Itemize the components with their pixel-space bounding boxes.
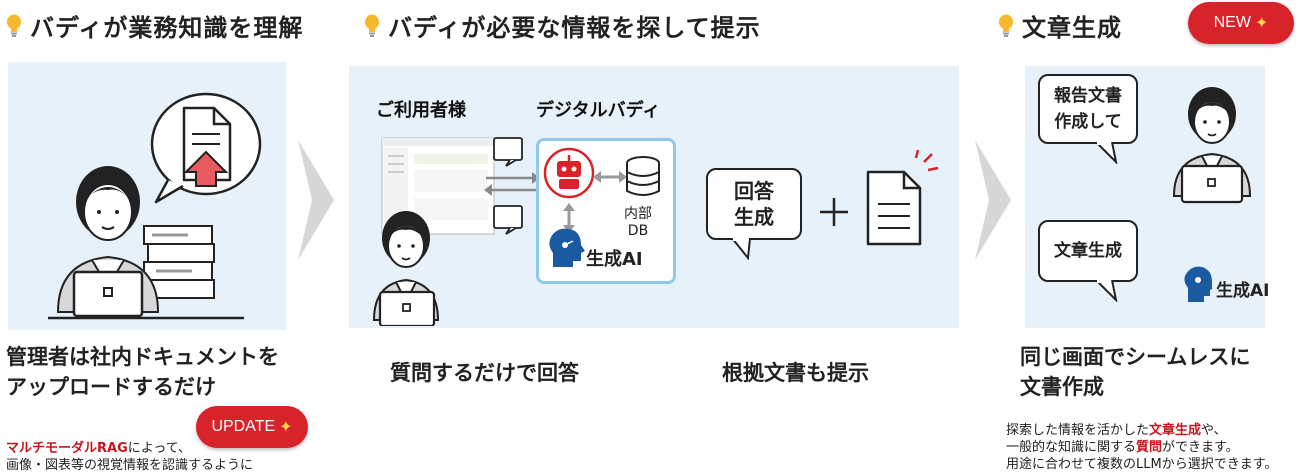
next-step-chevron: [298, 140, 334, 260]
section1-title: バディが業務知識を理解: [6, 8, 303, 43]
section1-panel: [8, 62, 286, 330]
report-request-bubble: 報告文書作成して: [1038, 74, 1138, 144]
multimodal-rag-highlight: マルチモーダルRAG: [6, 441, 128, 456]
generative-ai-label: 生成AI: [1216, 281, 1270, 301]
section3-caption-line2: 文書作成: [1020, 375, 1104, 399]
note2-post: ができます。: [1162, 440, 1239, 455]
answer-bubble-line2: 生成: [734, 205, 774, 229]
user-with-screen-illustration: [372, 137, 540, 326]
note1-pre: 探索した情報を活かした: [1006, 423, 1150, 438]
section2-caption-left: 質問するだけで回答: [390, 361, 579, 385]
section3-caption: 同じ画面でシームレスに 文書作成: [1020, 342, 1250, 402]
digital-buddy-box: [536, 138, 676, 284]
section1-caption: 管理者は社内ドキュメントを アップロードするだけ: [6, 342, 279, 402]
section2-title-text: バディが必要な情報を探して提示: [388, 14, 761, 42]
question-highlight: 質問: [1136, 440, 1163, 455]
update-badge-label: UPDATE: [211, 418, 276, 435]
section3-title-text: 文章生成: [1022, 14, 1122, 42]
admin-upload-illustration: [48, 92, 262, 320]
new-badge-label: NEW: [1213, 14, 1251, 31]
section1-title-text: バディが業務知識を理解: [30, 14, 304, 42]
generative-ai-label: 生成AI: [586, 249, 643, 270]
lightbulb-icon: [7, 14, 21, 37]
ai-head-icon: [549, 228, 585, 267]
buddy-components: [543, 147, 660, 267]
section2-caption-right: 根拠文書も提示: [722, 361, 869, 385]
admin-person: [48, 166, 244, 320]
chat-screen-mock: [381, 137, 495, 235]
sparkle-icon: ✦: [279, 419, 293, 436]
answer-bubble-line1: 回答: [734, 179, 774, 203]
user-label: ご利用者様: [376, 100, 466, 121]
plus-icon: [820, 198, 848, 226]
text-generation-bubble: 文章生成: [1038, 220, 1138, 282]
bubble-tail: [1095, 280, 1118, 302]
bubble-tail: [731, 238, 751, 260]
note3: 用途に合わせて複数のLLMから選択できます。: [1006, 457, 1278, 472]
internal-db-label-2: DB: [627, 223, 649, 239]
bubble-tail: [1095, 142, 1118, 164]
ai-head-icon: [1184, 266, 1212, 302]
writer-person: [1172, 87, 1252, 204]
answer-generation-bubble: 回答生成: [706, 168, 802, 240]
section3-title: 文章生成: [998, 8, 1122, 43]
section1-note-line2: 画像・図表等の視覚情報を認識するように: [6, 458, 254, 473]
section2-title: バディが必要な情報を探して提示: [364, 8, 761, 43]
text-generation-bubble-label: 文章生成: [1054, 241, 1122, 261]
digital-buddy-label: デジタルバディ: [536, 100, 661, 121]
answer-bubble-icon: [493, 205, 523, 229]
evidence-document-icon: [866, 149, 939, 246]
note1-post: や、: [1201, 423, 1227, 438]
section1-caption-line2: アップロードするだけ: [6, 375, 216, 399]
double-arrow-horizontal: [593, 171, 627, 183]
section1-caption-line1: 管理者は社内ドキュメントを: [6, 345, 279, 369]
internal-db-label-1: 内部: [624, 206, 652, 222]
robot-icon: [543, 147, 595, 199]
document-stack: [143, 225, 215, 299]
section1-note-rest: によって、: [127, 441, 192, 456]
sparkle-icon: ✦: [1254, 15, 1269, 32]
internal-db-label: 内部 DB: [624, 206, 652, 240]
section1-note: マルチモーダルRAGによって、 画像・図表等の視覚情報を認識するように: [6, 440, 253, 474]
section3-note: 探索した情報を活かした文章生成や、 一般的な知識に関する質問ができます。 用途に…: [1006, 422, 1296, 473]
report-request-line1: 報告文書: [1054, 86, 1122, 106]
database-icon: [626, 156, 660, 196]
document-upload-icon: [150, 92, 262, 204]
note2-pre: 一般的な知識に関する: [1006, 440, 1137, 455]
lightbulb-icon: [365, 14, 379, 37]
update-badge: UPDATE ✦: [196, 406, 308, 448]
report-request-line2: 作成して: [1054, 112, 1122, 132]
double-arrow-vertical: [563, 203, 575, 233]
question-bubble-icon: [493, 137, 523, 161]
lightbulb-icon: [999, 14, 1013, 37]
next-step-chevron: [975, 140, 1011, 260]
text-generation-highlight: 文章生成: [1149, 423, 1202, 438]
section3-caption-line1: 同じ画面でシームレスに: [1020, 345, 1251, 369]
user-person: [372, 211, 440, 326]
new-badge: NEW ✦: [1188, 2, 1294, 44]
